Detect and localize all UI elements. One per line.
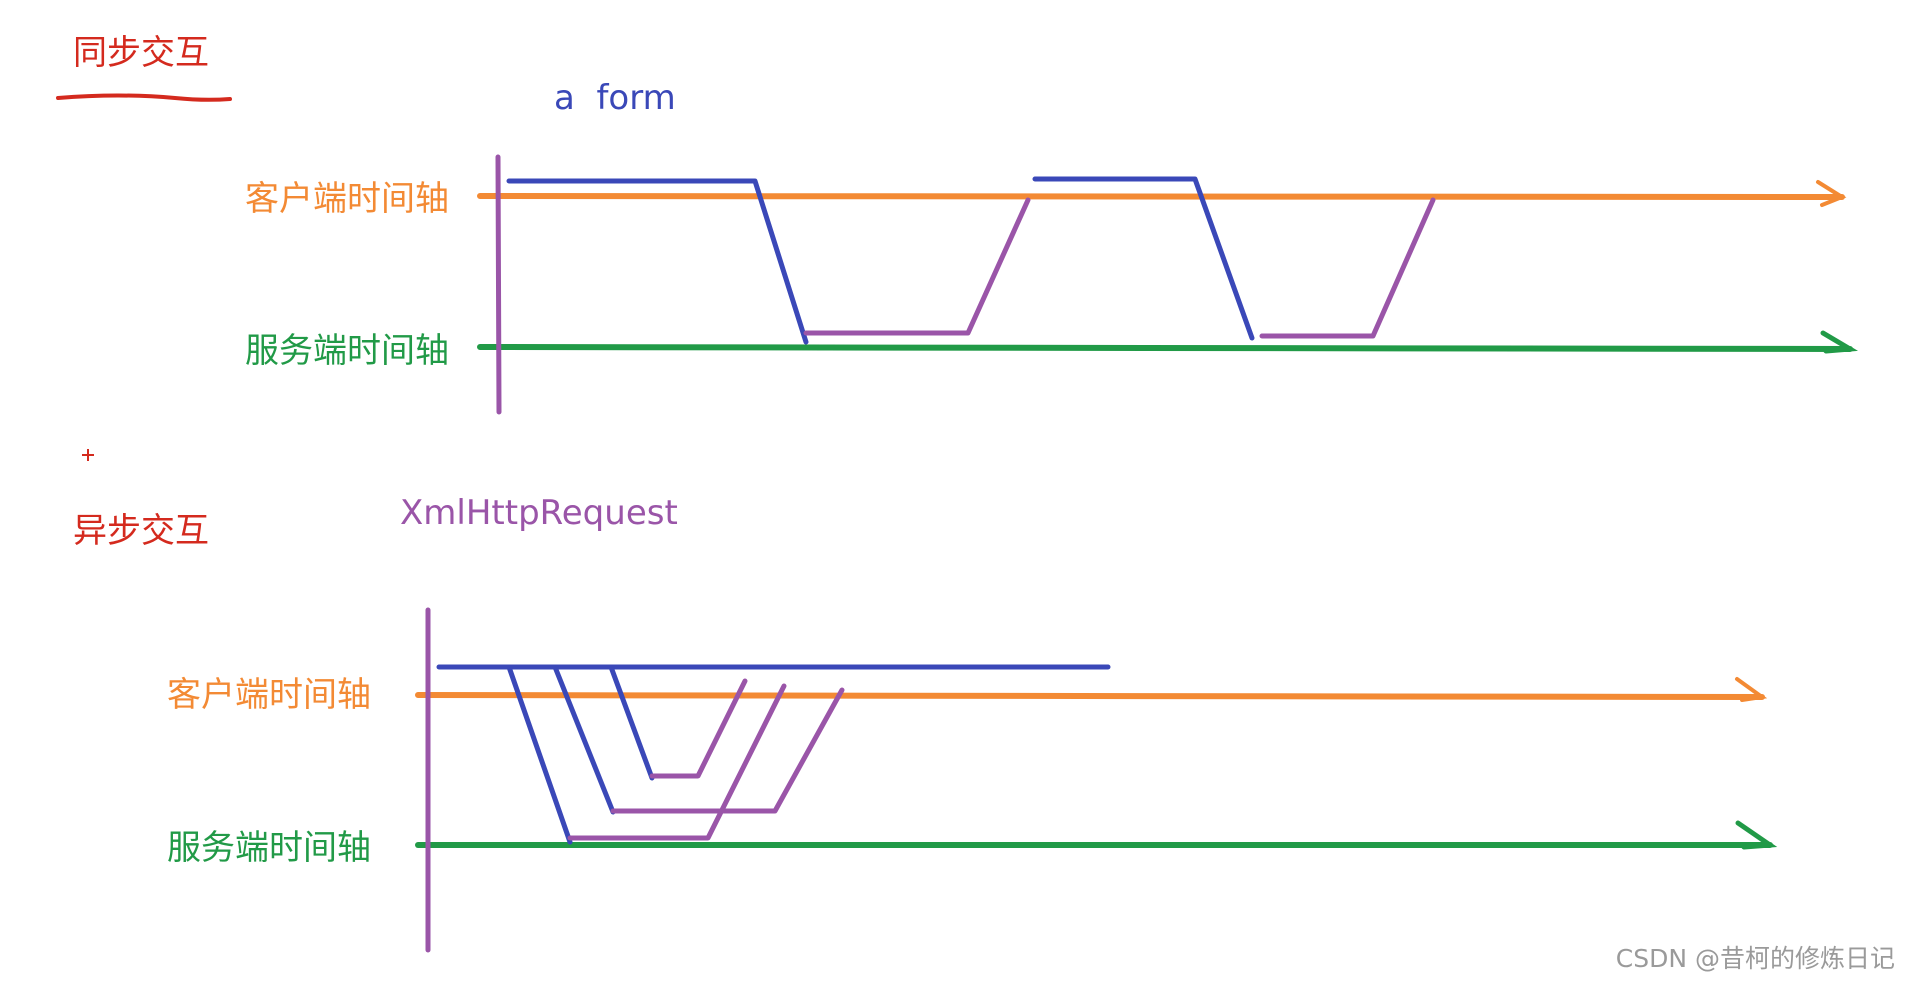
sync-response-line-1 <box>803 197 1031 336</box>
sync-server-axis-arrowhead <box>1820 330 1859 354</box>
async-response-line-1 <box>567 683 787 841</box>
sync-client-axis-arrowhead <box>1816 180 1847 207</box>
async-request-line-1 <box>506 664 573 845</box>
async-response-line-2 <box>610 687 845 814</box>
async-server-axis-arrowhead <box>1735 820 1778 850</box>
sync-server-axis <box>477 344 1853 352</box>
async-request-line-2 <box>552 664 616 815</box>
async-title: 异步交互 <box>73 511 209 551</box>
async-section: 异步交互 XmlHttpRequest 客户端时间轴 服务端时间轴 <box>73 493 1778 953</box>
sync-title-underline <box>56 93 232 102</box>
async-client-axis <box>415 692 1765 700</box>
sync-response-line-2 <box>1259 197 1436 339</box>
sync-title: 同步交互 <box>73 33 209 73</box>
sync-client-axis <box>477 193 1845 200</box>
async-server-axis-label: 服务端时间轴 <box>167 828 371 868</box>
sync-tech-label: a form <box>554 78 676 118</box>
async-response-line-3 <box>649 678 748 779</box>
sync-client-axis-label: 客户端时间轴 <box>245 179 449 219</box>
sync-request-line-2 <box>1032 176 1255 341</box>
async-request-line-3 <box>608 664 655 781</box>
sync-request-line-1 <box>506 178 809 345</box>
sync-server-axis-label: 服务端时间轴 <box>245 331 449 371</box>
sync-start-marker <box>495 154 502 415</box>
plus-mark <box>82 449 94 461</box>
csdn-watermark: CSDN @昔柯的修炼日记 <box>1615 944 1895 973</box>
async-tech-label: XmlHttpRequest <box>400 493 678 533</box>
async-client-axis-arrowhead <box>1735 677 1768 702</box>
sync-section: 同步交互 a form 客户端时间轴 服务端时间轴 <box>56 33 1859 415</box>
async-client-axis-label: 客户端时间轴 <box>167 675 371 715</box>
